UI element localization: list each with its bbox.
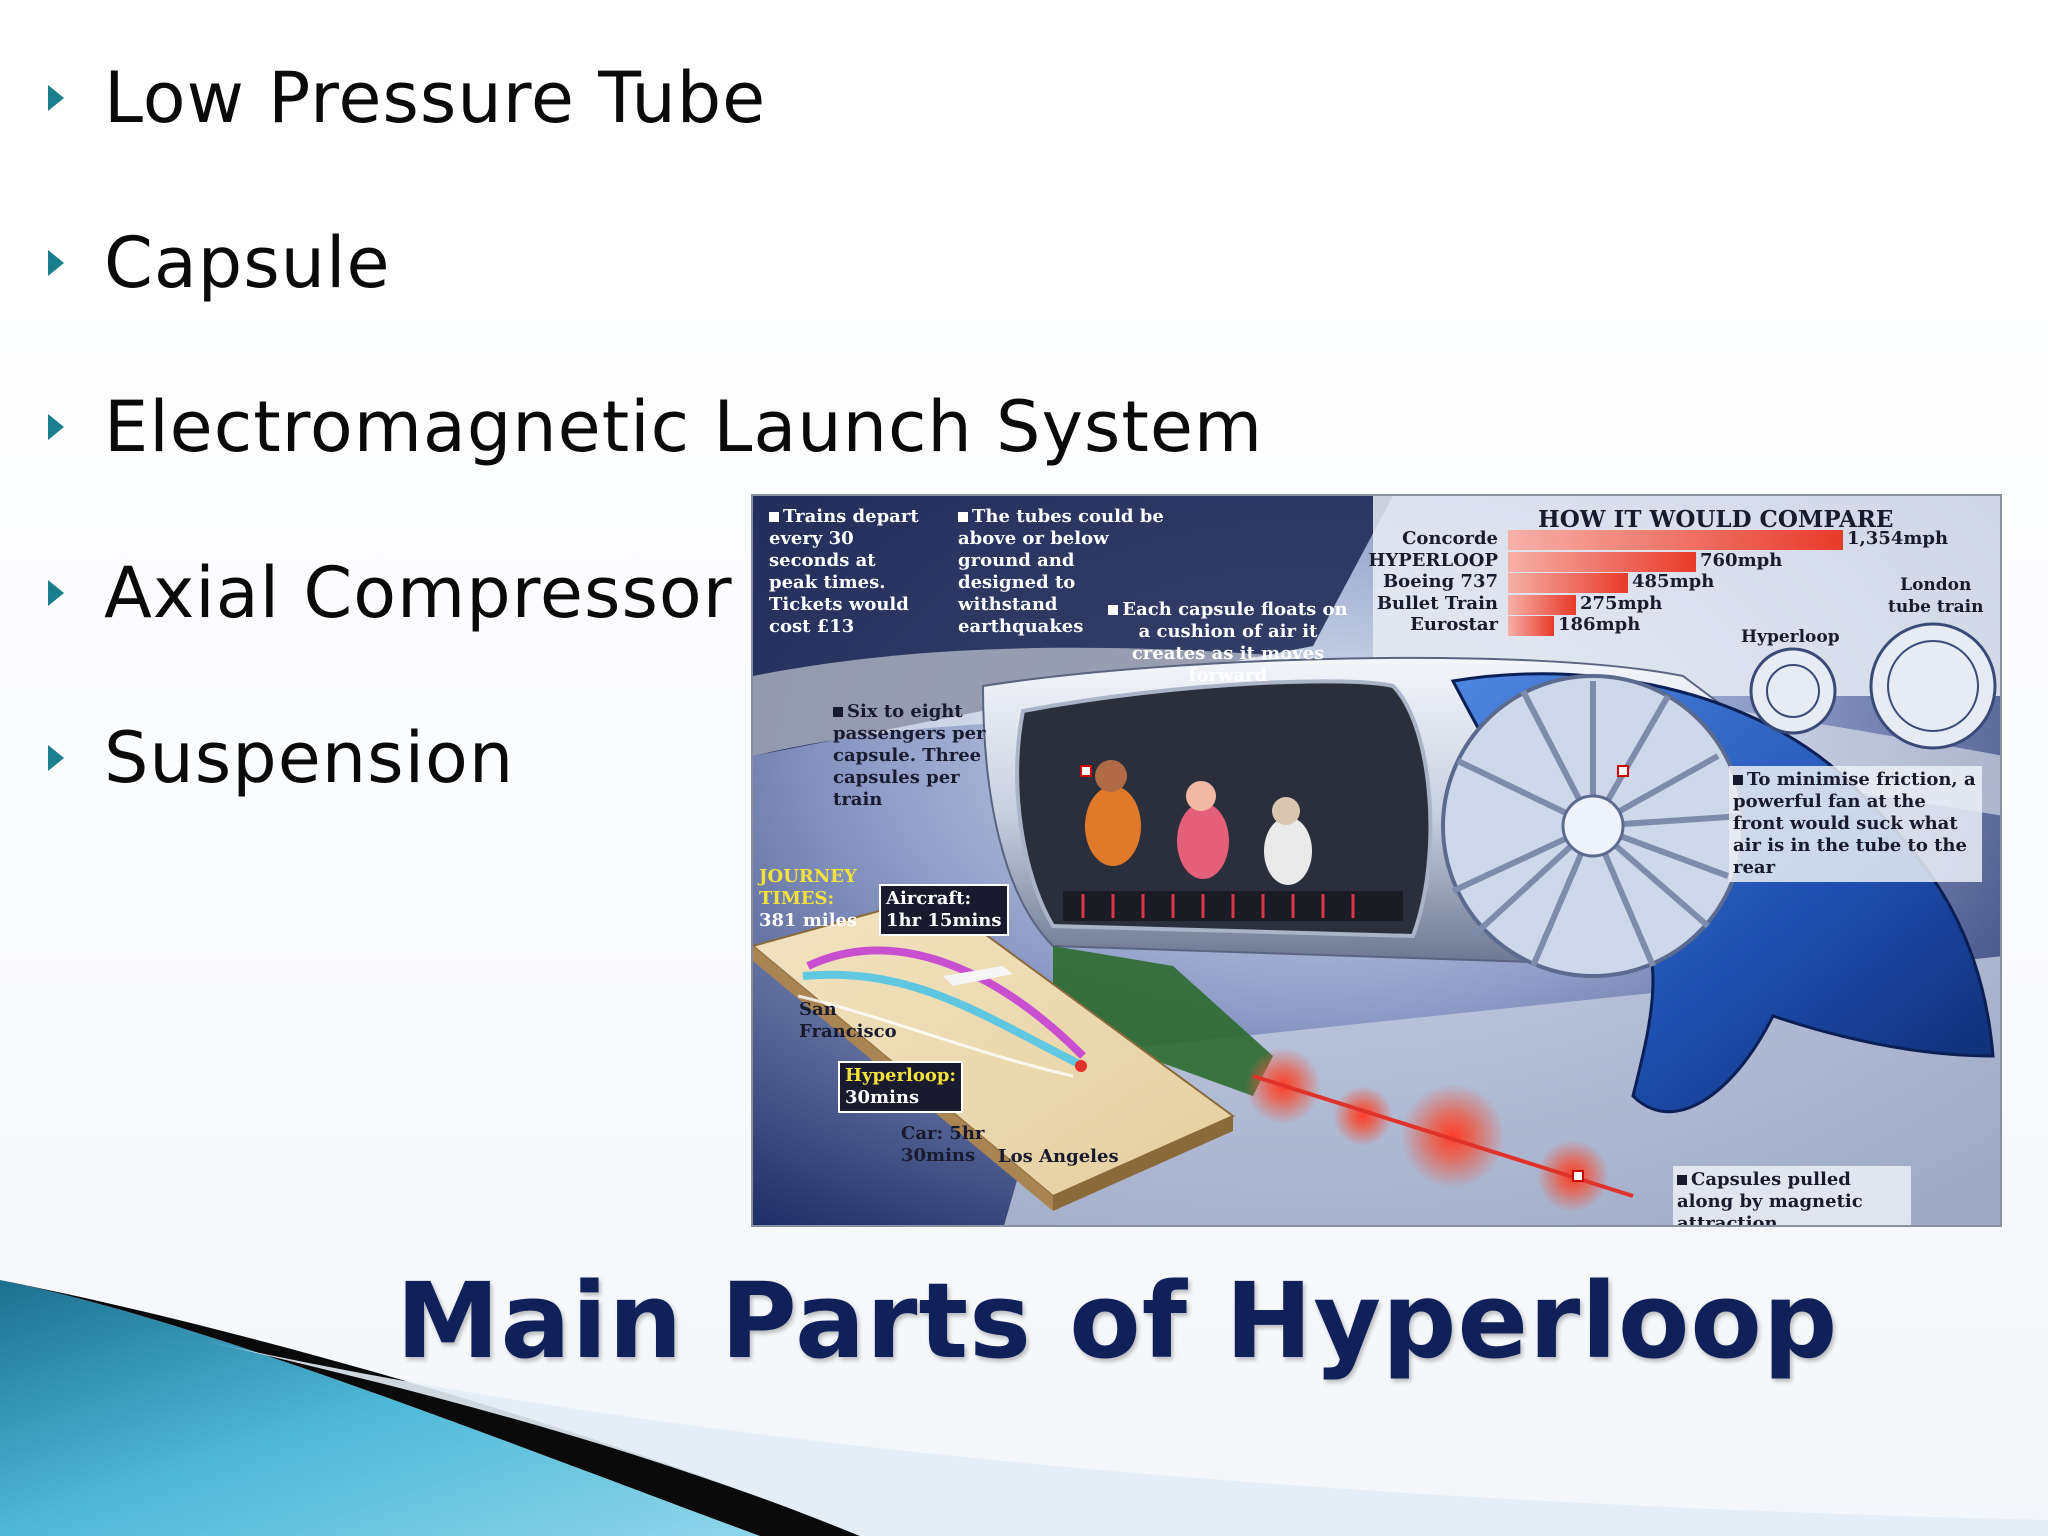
city-sf-line1: San xyxy=(799,999,837,1020)
square-bullet-icon xyxy=(958,512,968,522)
bullet-text: Axial Compressor xyxy=(104,552,733,634)
bullet-item: Capsule xyxy=(48,218,391,308)
square-bullet-icon xyxy=(1108,605,1119,615)
slide-title: Main Parts of Hyperloop xyxy=(396,1260,1839,1382)
bar-value-label: 186mph xyxy=(1558,614,1641,635)
annotation-tubes: The tubes could be above or below ground… xyxy=(958,506,1168,638)
journey-aircraft: Aircraft: 1hr 15mins xyxy=(879,884,1009,936)
bullet-arrow-icon xyxy=(48,580,64,606)
bar-category-label: Eurostar xyxy=(1410,614,1498,635)
decorative-swoosh xyxy=(0,1280,2048,1536)
bar-mark xyxy=(1508,594,1576,615)
annotation-tubes-text: The tubes could be above or below ground… xyxy=(958,506,1164,637)
bullet-arrow-icon xyxy=(48,250,64,276)
bullet-text: Electromagnetic Launch System xyxy=(104,386,1264,468)
annotation-trains: Trains depart every 30 seconds at peak t… xyxy=(769,506,929,638)
journey-distance: 381 miles xyxy=(759,910,858,931)
bar-category-label: Concorde xyxy=(1402,528,1498,549)
annotation-capsule-air: Each capsule floats on a cushion of air … xyxy=(1103,599,1353,687)
compare-title: HOW IT WOULD COMPARE xyxy=(1538,506,1894,533)
bar-category-label: HYPERLOOP xyxy=(1368,549,1498,571)
annotation-passengers: Six to eight passengers per capsule. Thr… xyxy=(833,701,1003,811)
square-bullet-icon xyxy=(1733,775,1743,785)
bullet-item: Low Pressure Tube xyxy=(48,53,766,143)
journey-car: Car: 5hr 30mins xyxy=(901,1123,984,1167)
bar-mark xyxy=(1508,573,1628,593)
annotation-fan-text: To minimise friction, a powerful fan at … xyxy=(1733,769,1976,878)
hyperloop-section-label: Hyperloop xyxy=(1741,627,1840,647)
london-tube-label: London tube train xyxy=(1888,574,1983,618)
bar-value-label: 760mph xyxy=(1700,549,1783,571)
bullet-item: Suspension xyxy=(48,713,514,803)
car-line2: 30mins xyxy=(901,1145,976,1166)
bullet-arrow-icon xyxy=(48,85,64,111)
bar-mark xyxy=(1508,616,1554,636)
square-bullet-icon xyxy=(833,707,843,717)
bar-value-label: 485mph xyxy=(1632,571,1715,592)
annotation-trains-text: Trains depart every 30 seconds at peak t… xyxy=(769,506,919,637)
city-los-angeles: Los Angeles xyxy=(998,1146,1119,1167)
annotation-capsule-air-text: Each capsule floats on a cushion of air … xyxy=(1122,599,1348,686)
journey-heading-line1: JOURNEY xyxy=(759,866,857,887)
bullet-text: Low Pressure Tube xyxy=(104,57,767,139)
journey-hyperloop: Hyperloop: 30mins xyxy=(838,1061,964,1113)
bar-mark xyxy=(1508,530,1843,550)
bullet-text: Capsule xyxy=(104,222,391,304)
car-line1: Car: 5hr xyxy=(901,1123,985,1144)
london-label-line2: tube train xyxy=(1888,597,1984,617)
bullet-arrow-icon xyxy=(48,414,64,440)
bar-mark xyxy=(1508,551,1696,572)
annotation-fan: To minimise friction, a powerful fan at … xyxy=(1729,766,1982,882)
journey-times-heading: JOURNEY TIMES: 381 miles xyxy=(759,866,857,932)
bullet-item: Axial Compressor xyxy=(48,548,733,638)
london-label-line1: London xyxy=(1900,575,1972,595)
bar-value-label: 275mph xyxy=(1580,592,1663,614)
bar-category-label: Boeing 737 xyxy=(1382,571,1498,592)
square-bullet-icon xyxy=(1677,1175,1687,1185)
annotation-passengers-text: Six to eight passengers per capsule. Thr… xyxy=(833,701,986,810)
aircraft-line1: Aircraft: xyxy=(886,888,972,909)
city-san-francisco: San Francisco xyxy=(799,999,897,1043)
aircraft-line2: 1hr 15mins xyxy=(886,910,1002,931)
bullet-text: Suspension xyxy=(104,717,515,799)
annotation-magnetic-text: Capsules pulled along by magnetic attrac… xyxy=(1677,1169,1863,1227)
city-sf-line2: Francisco xyxy=(799,1021,897,1042)
bullet-arrow-icon xyxy=(48,745,64,771)
bar-value-label: 1,354mph xyxy=(1847,528,1949,549)
hyperloop-infographic: Trains depart every 30 seconds at peak t… xyxy=(751,494,2002,1227)
bar-category-label: Bullet Train xyxy=(1376,592,1498,614)
bullet-item: Electromagnetic Launch System xyxy=(48,382,1263,472)
hyperloop-time-line2: 30mins xyxy=(845,1087,920,1108)
hyperloop-time-line1: Hyperloop: xyxy=(845,1065,957,1086)
annotation-magnetic: Capsules pulled along by magnetic attrac… xyxy=(1673,1166,1911,1227)
journey-heading-line2: TIMES: xyxy=(759,888,835,909)
square-bullet-icon xyxy=(769,512,779,522)
